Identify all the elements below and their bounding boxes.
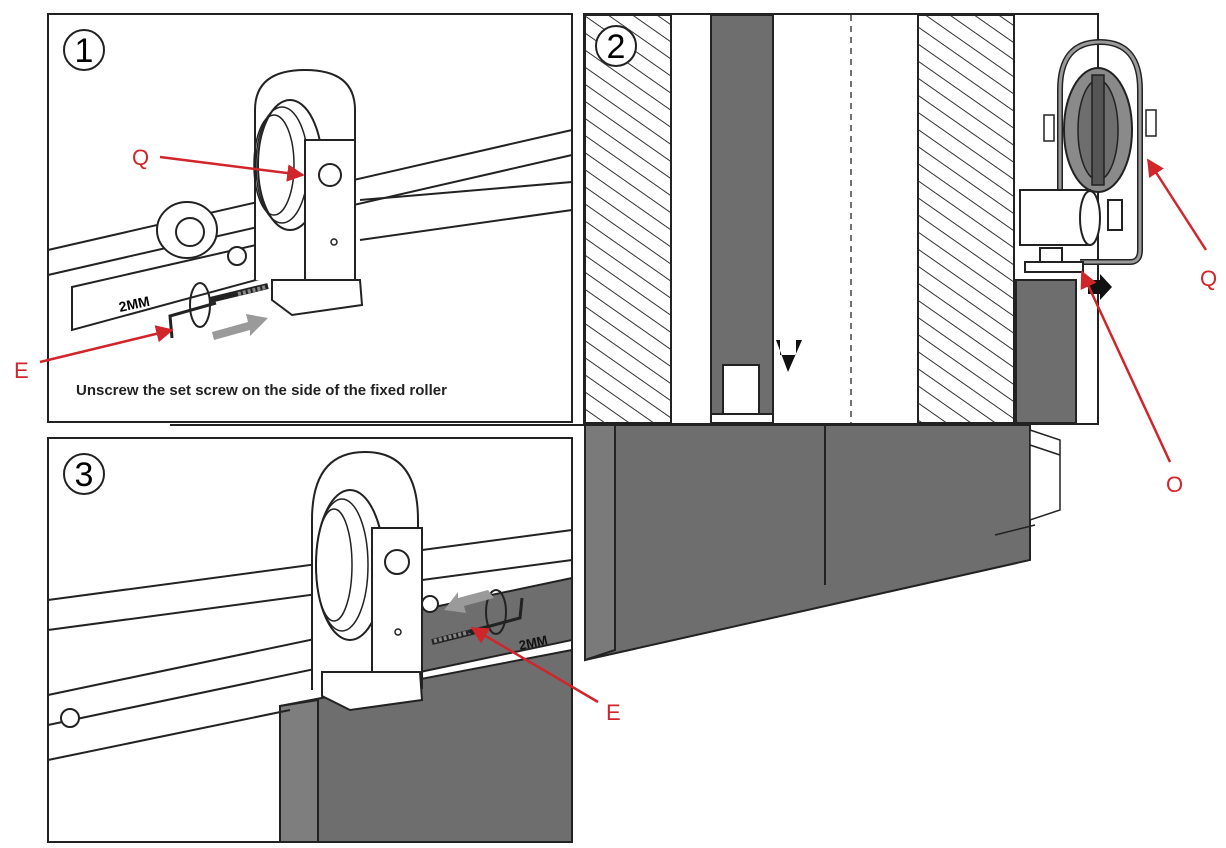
callout-line-q [159,155,305,182]
bolt-3 [60,708,80,728]
roller-side-view [1015,38,1157,424]
track-rail-3 [47,529,573,761]
callout-e: E [14,358,29,383]
fixed-roller [253,68,364,317]
wall-left [584,14,672,424]
step-badge-3 [63,453,105,495]
callout-o: O [1166,472,1183,497]
step-1-caption: Unscrew the set screw on the side of the… [76,382,447,399]
axle-nut [318,163,342,187]
callout-line-o [1080,270,1172,463]
step-number-2: 2 [607,28,626,66]
door-section [710,14,774,424]
panel-2: 2 Q O [583,13,1217,497]
callout-line-e3 [470,626,599,704]
floor-guide [722,364,760,416]
bolt [227,246,247,266]
step-badge-2 [595,25,637,67]
callout-e3: E [606,700,621,725]
callout-line-e [39,325,174,364]
anti-jump-block [271,279,364,317]
panel-3: 3 2MM [47,437,621,843]
callout-q2: Q [1200,266,1217,291]
down-arrow-icon [776,340,802,372]
step-badge-1 [63,29,105,71]
callout-q: Q [132,145,149,170]
plate-thickness-label: 2MM [117,293,151,315]
set-screw [209,283,269,303]
step-number-1: 1 [75,32,94,70]
step-number-3: 3 [75,456,94,494]
direction-arrow-icon [212,314,268,340]
fixed-roller-3 [311,450,424,712]
plate-thickness-label-3: 2MM [518,632,549,653]
callout-line-q2 [1146,158,1208,251]
wall-right [917,14,1015,424]
panel-1: 1 2MM [14,13,573,423]
direction-arrow-icon-3 [444,590,494,613]
